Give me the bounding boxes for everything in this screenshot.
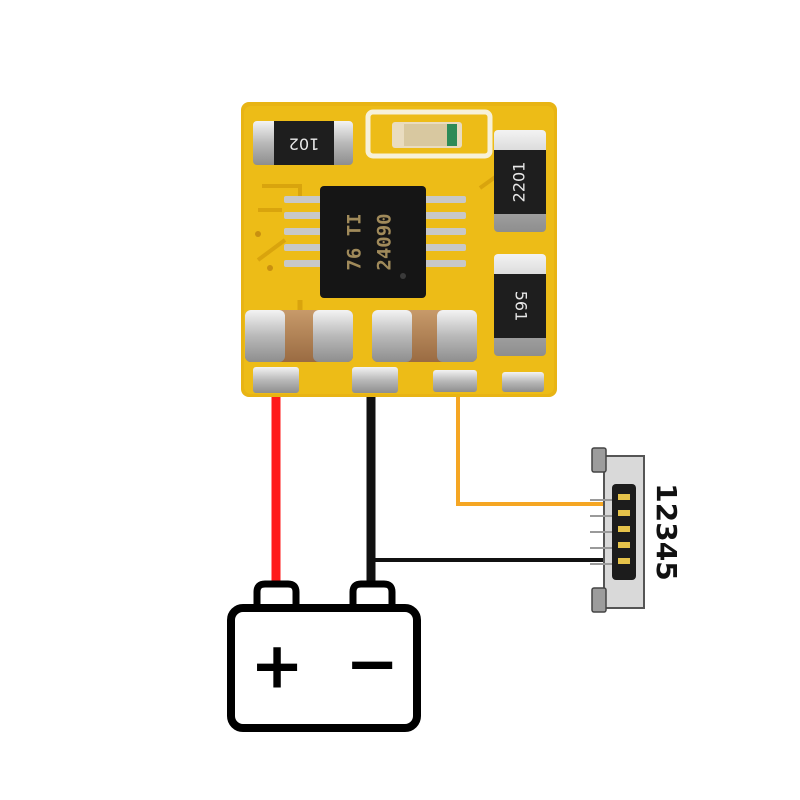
resistor-102-label: 102 <box>289 135 320 154</box>
capacitor-left <box>245 310 353 362</box>
battery-minus-symbol: − <box>345 628 399 702</box>
capacitor-right <box>372 310 477 362</box>
resistor-2201: 2201 <box>494 130 546 232</box>
bottom-pads <box>253 367 544 393</box>
resistor-102: 102 <box>253 121 353 165</box>
micro-usb-connector: 12345 <box>590 447 683 613</box>
resistor-561-label: 561 <box>512 291 531 322</box>
orange-wire <box>456 392 604 506</box>
battery-icon: + − <box>227 580 421 732</box>
charger-ic: 76 TI 24090 <box>284 186 466 298</box>
resistor-2201-label: 2201 <box>510 162 529 203</box>
chip-marking-line1: 76 TI <box>344 213 366 270</box>
chip-marking-line2: 24090 <box>374 213 396 270</box>
led <box>365 109 493 159</box>
battery-plus-symbol: + <box>250 630 304 704</box>
usb-pin-numbers: 12345 <box>650 483 683 580</box>
resistor-561: 561 <box>494 254 546 356</box>
